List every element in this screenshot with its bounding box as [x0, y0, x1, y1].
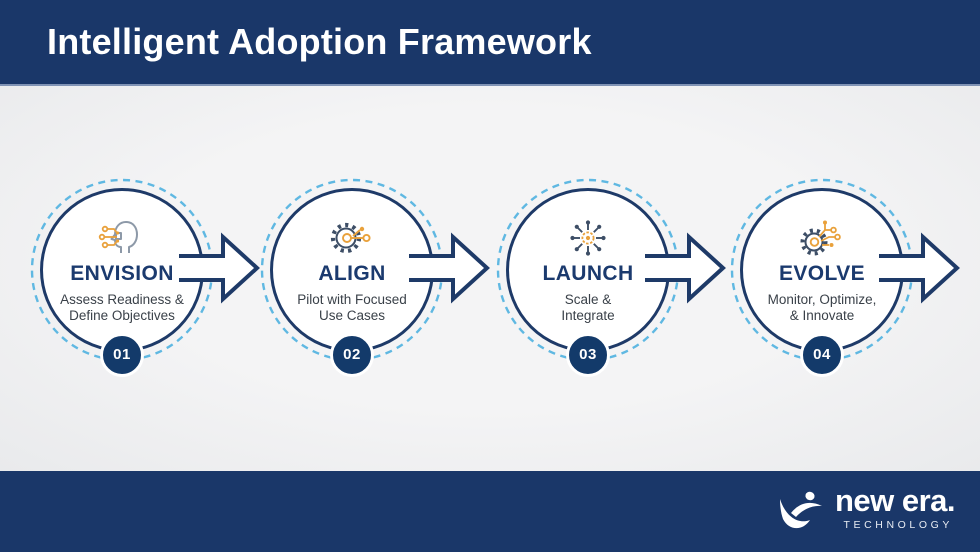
brand-name: new era. — [834, 483, 956, 518]
ai-head-icon — [98, 217, 146, 259]
brand-tagline: TECHNOLOGY — [843, 518, 953, 531]
step-circle: EVOLVE Monitor, Optimize, & Innovate — [740, 188, 904, 352]
step-number-badge: 01 — [100, 333, 144, 377]
step-title: EVOLVE — [778, 262, 866, 285]
step-title: ALIGN — [318, 262, 386, 285]
gear-innovation-icon — [798, 217, 846, 259]
step-launch: LAUNCH Scale & Integrate 03 — [478, 160, 698, 380]
header-bar: Intelligent Adoption Framework — [0, 0, 980, 86]
step-circle: ALIGN Pilot with Focused Use Cases — [270, 188, 434, 352]
step-envision: ENVISION Assess Readiness & Define Objec… — [12, 160, 232, 380]
step-description: Pilot with Focused Use Cases — [297, 292, 407, 324]
step-circle: LAUNCH Scale & Integrate — [506, 188, 670, 352]
step-number-badge: 03 — [566, 333, 610, 377]
step-evolve: EVOLVE Monitor, Optimize, & Innovate 04 — [712, 160, 932, 380]
hub-network-icon — [564, 217, 612, 259]
diagram-canvas: ENVISION Assess Readiness & Define Objec… — [0, 86, 980, 471]
gear-circuit-icon — [328, 217, 376, 259]
page-title: Intelligent Adoption Framework — [47, 21, 592, 62]
arrow-2-icon — [409, 232, 490, 304]
arrow-1-icon — [179, 232, 260, 304]
step-description: Monitor, Optimize, & Innovate — [767, 292, 877, 324]
step-description: Scale & Integrate — [561, 292, 615, 324]
step-title: ENVISION — [70, 262, 174, 285]
arrow-4-icon — [879, 232, 960, 304]
arrow-3-icon — [645, 232, 726, 304]
brand-logo: new era. TECHNOLOGY — [777, 483, 956, 535]
step-number-badge: 02 — [330, 333, 374, 377]
footer-bar: new era. TECHNOLOGY — [0, 471, 980, 552]
step-description: Assess Readiness & Define Objectives — [60, 292, 184, 324]
new-era-swoosh-icon — [779, 491, 822, 529]
step-title: LAUNCH — [542, 262, 634, 285]
step-number-badge: 04 — [800, 333, 844, 377]
